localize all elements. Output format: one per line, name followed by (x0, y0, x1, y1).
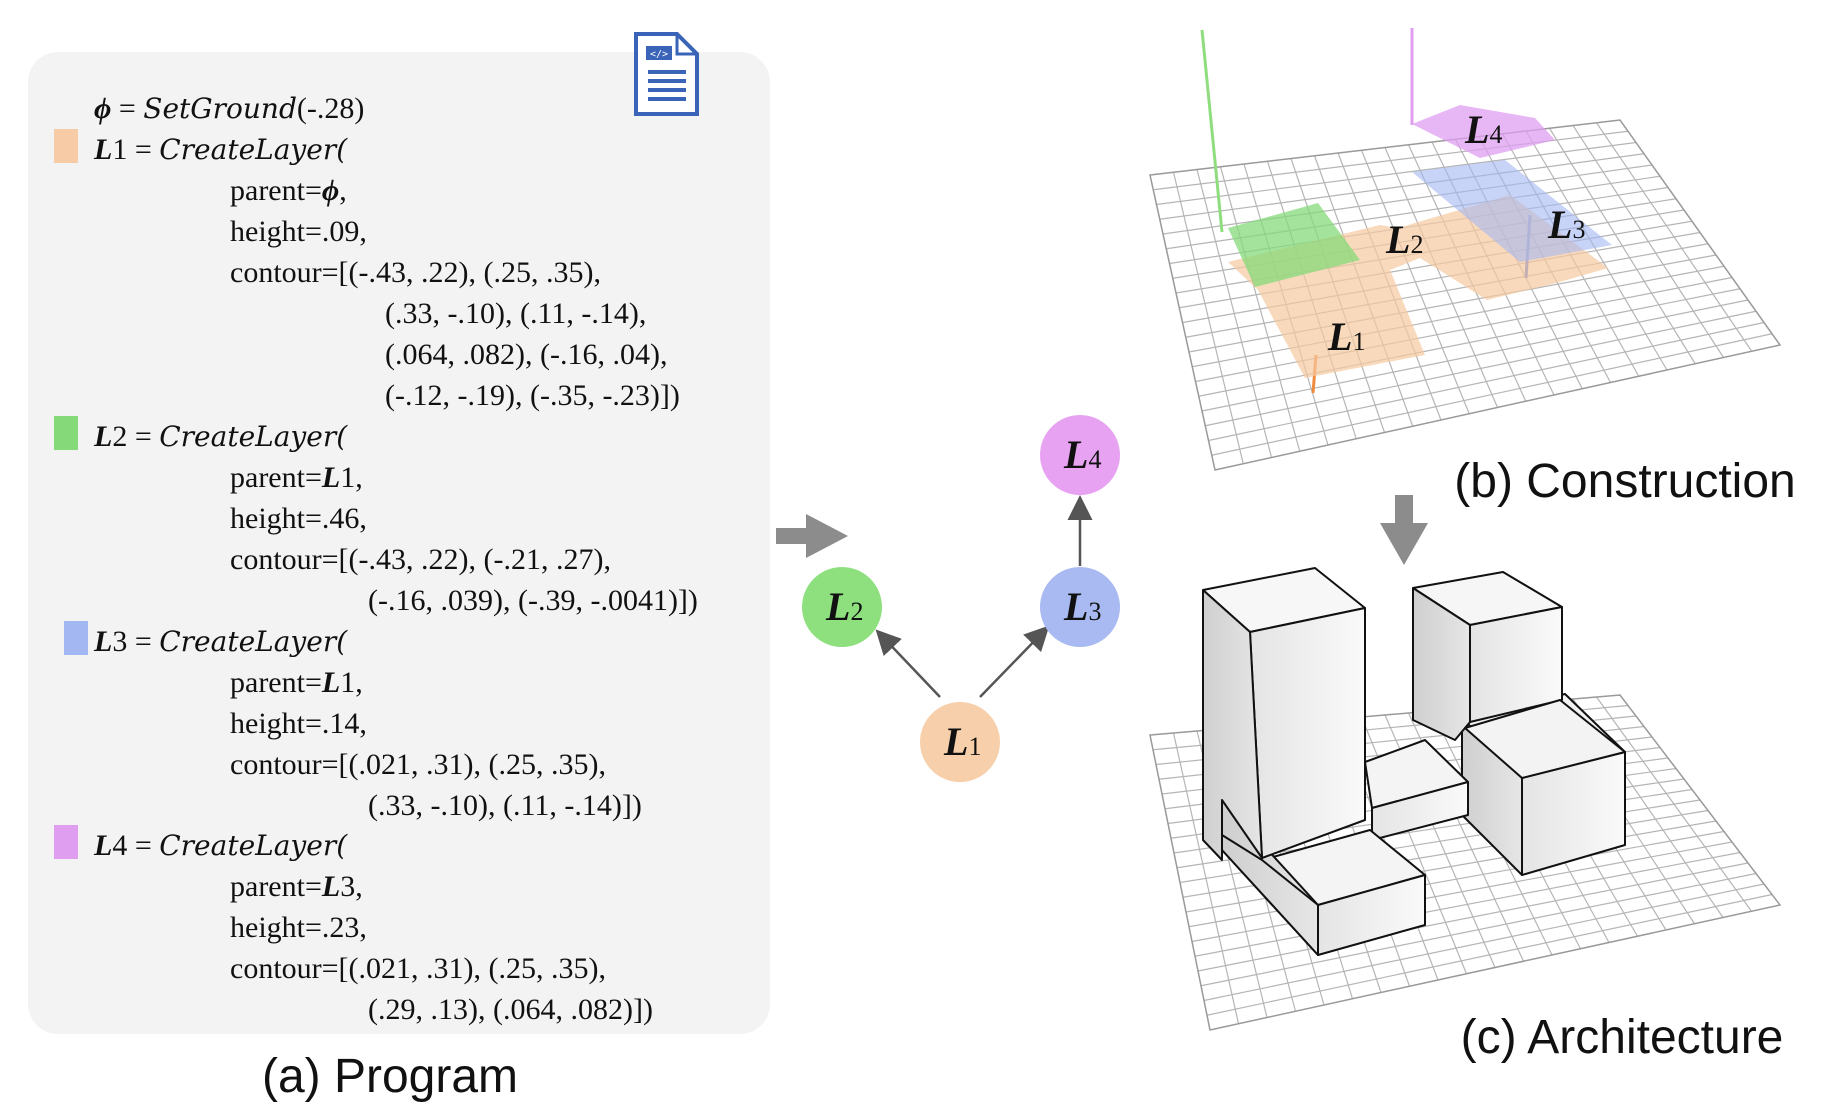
node-circle (1040, 415, 1120, 495)
tree-node-l1: L1 (920, 702, 1000, 782)
height-line: height=.09, (230, 215, 367, 248)
construction-label-l4: L4 (1464, 107, 1502, 152)
parent-line: parent=ϕ, (230, 174, 347, 207)
architecture-panel: (c) Architecture (1149, 567, 1784, 1064)
contour-line: (.33, -.10), (.11, -.14), (385, 297, 646, 330)
tree-node-l4: L4 (1040, 415, 1120, 495)
parent-line: parent=L3, (230, 870, 363, 903)
layer-tree: L1 L2 L3 L4 (802, 415, 1120, 782)
height-line: height=.46, (230, 502, 367, 535)
parent-line: parent=L1, (230, 461, 363, 494)
tree-node-l3: L3 (1040, 567, 1120, 647)
edge-l1-l3 (979, 625, 1050, 698)
createlayer-line: L3 = CreateLayer( (93, 625, 348, 658)
code-layer-3: L3 = CreateLayer( parent=L1, height=.14, co… (64, 621, 642, 822)
node-label: L4 (1063, 432, 1101, 477)
height-line: height=.23, (230, 911, 367, 944)
createlayer-line: L1 = CreateLayer( (93, 133, 348, 166)
layer-swatch (54, 825, 78, 859)
tree-node-l2: L2 (802, 567, 882, 647)
contour-line: (.29, .13), (.064, .082)]) (368, 993, 653, 1026)
layer-swatch (54, 416, 78, 450)
contour-line: (-.12, -.19), (-.35, -.23)]) (385, 379, 680, 412)
program-panel: </> ϕ = SetGround(-.28) L1 = CreateLayer… (28, 32, 770, 1103)
node-label: L1 (943, 719, 981, 764)
contour-line: contour=[(.021, .31), (.25, .35), (230, 748, 606, 781)
setground-line: ϕ = SetGround(-.28) (94, 92, 364, 125)
construction-label-l3: L3 (1547, 202, 1585, 247)
node-circle (802, 567, 882, 647)
createlayer-line: L4 = CreateLayer( (93, 829, 348, 862)
construction-label-l2: L2 (1385, 217, 1423, 262)
contour-line: contour=[(.021, .31), (.25, .35), (230, 952, 606, 985)
contour-line: (.064, .082), (-.16, .04), (385, 338, 667, 371)
down-arrow-icon (1380, 495, 1428, 565)
code-layer-2: L2 = CreateLayer( parent=L1, height=.46, co… (54, 416, 698, 617)
contour-line: contour=[(-.43, .22), (.25, .35), (230, 256, 601, 289)
contour-line: contour=[(-.43, .22), (-.21, .27), (230, 543, 611, 576)
contour-line: (.33, -.10), (.11, -.14)]) (368, 789, 642, 822)
code-layer-4: L4 = CreateLayer( parent=L3, height=.23, co… (54, 825, 653, 1026)
construction-caption: (b) Construction (1454, 455, 1795, 508)
code-layers: L1 = CreateLayer( parent=ϕ, height=.09, con… (54, 129, 698, 1026)
parent-line: parent=L1, (230, 666, 363, 699)
construction-panel: L1 L2 L3 L4 (b) Construction (1149, 28, 1796, 508)
l2-height-line (1200, 29, 1224, 233)
l2-footprint (1228, 203, 1360, 287)
node-label: L2 (825, 584, 863, 629)
contour-line: (-.16, .039), (-.39, -.0041)]) (368, 584, 698, 617)
code-layer-1: L1 = CreateLayer( parent=ϕ, height=.09, con… (54, 129, 680, 412)
node-circle (1040, 567, 1120, 647)
l3-footprint (1412, 160, 1612, 262)
svg-text:</>: </> (650, 49, 668, 60)
layer-swatch (54, 129, 78, 163)
program-caption: (a) Program (262, 1050, 518, 1103)
l4-footprint (1412, 105, 1555, 158)
building-model (1202, 567, 1626, 956)
height-line: height=.14, (230, 707, 367, 740)
createlayer-line: L2 = CreateLayer( (93, 420, 348, 453)
right-arrow-icon (776, 514, 848, 558)
layer-swatch (64, 621, 88, 655)
node-label: L3 (1063, 584, 1101, 629)
node-circle (920, 702, 1000, 782)
edge-l1-l2 (875, 629, 941, 698)
architecture-caption: (c) Architecture (1461, 1011, 1784, 1064)
code-file-icon: </> (634, 32, 699, 116)
program-background (28, 52, 770, 1034)
construction-label-l1: L1 (1327, 314, 1365, 359)
